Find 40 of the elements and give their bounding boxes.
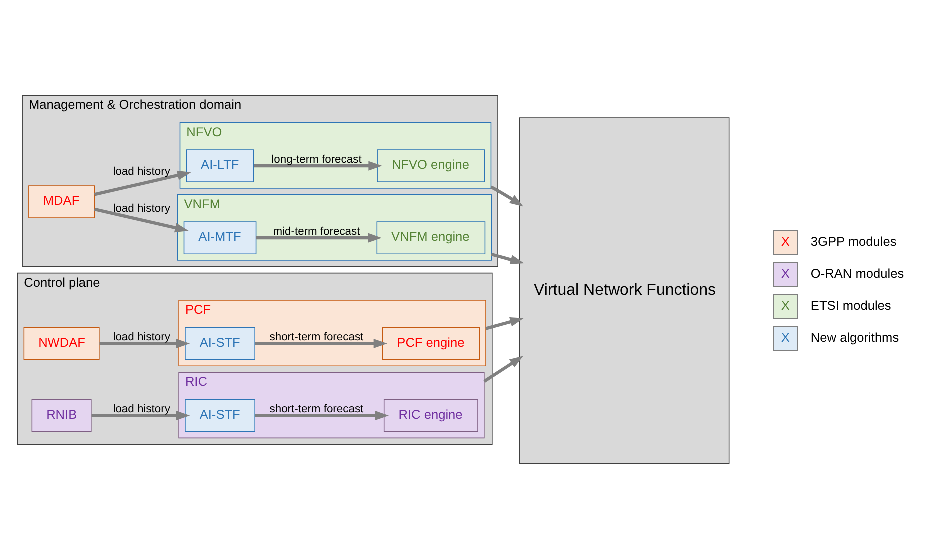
node-box: MDAF bbox=[28, 186, 95, 218]
node-box: NWDAF bbox=[24, 327, 100, 360]
arrow bbox=[255, 338, 388, 348]
legend-label: O-RAN modules bbox=[810, 266, 904, 281]
node-box: RNIB bbox=[32, 399, 92, 432]
node-box: AI-STF bbox=[185, 327, 256, 360]
edge-label: load history bbox=[113, 166, 170, 178]
edge-label: load history bbox=[113, 404, 170, 416]
node-box: AI-MTF bbox=[184, 222, 257, 254]
arrow bbox=[486, 317, 524, 330]
node-box: VNFM engine bbox=[376, 222, 486, 254]
edge-label: short-term forecast bbox=[270, 332, 364, 344]
arrow bbox=[94, 208, 189, 233]
node-box: Virtual Network Functions bbox=[519, 118, 730, 464]
edge-label: short-term forecast bbox=[270, 404, 364, 416]
legend-label: ETSI modules bbox=[810, 298, 892, 313]
label: X bbox=[781, 330, 790, 345]
label: X bbox=[781, 298, 790, 313]
node-box: PCF engine bbox=[382, 327, 480, 360]
arrow bbox=[490, 186, 524, 207]
node-box: AI-LTF bbox=[186, 150, 254, 182]
arrow bbox=[100, 338, 190, 348]
node-box: AI-STF bbox=[185, 399, 256, 432]
label: X bbox=[781, 266, 790, 281]
edge-label: mid-term forecast bbox=[273, 226, 360, 238]
arrow bbox=[92, 411, 190, 421]
edge-label: long-term forecast bbox=[272, 154, 362, 166]
edge-label: load history bbox=[113, 332, 170, 344]
node-box: NFVO engine bbox=[377, 150, 486, 182]
arrow bbox=[254, 161, 382, 171]
edge-label: load history bbox=[113, 202, 170, 215]
legend-label: New algorithms bbox=[810, 330, 900, 345]
arrow bbox=[484, 356, 524, 383]
arrow bbox=[491, 252, 524, 264]
arrow bbox=[256, 233, 382, 243]
label: X bbox=[781, 234, 790, 249]
legend-label: 3GPP modules bbox=[810, 234, 897, 249]
arrow bbox=[255, 411, 389, 421]
node-box: RIC engine bbox=[384, 399, 478, 432]
arrow bbox=[94, 170, 192, 196]
